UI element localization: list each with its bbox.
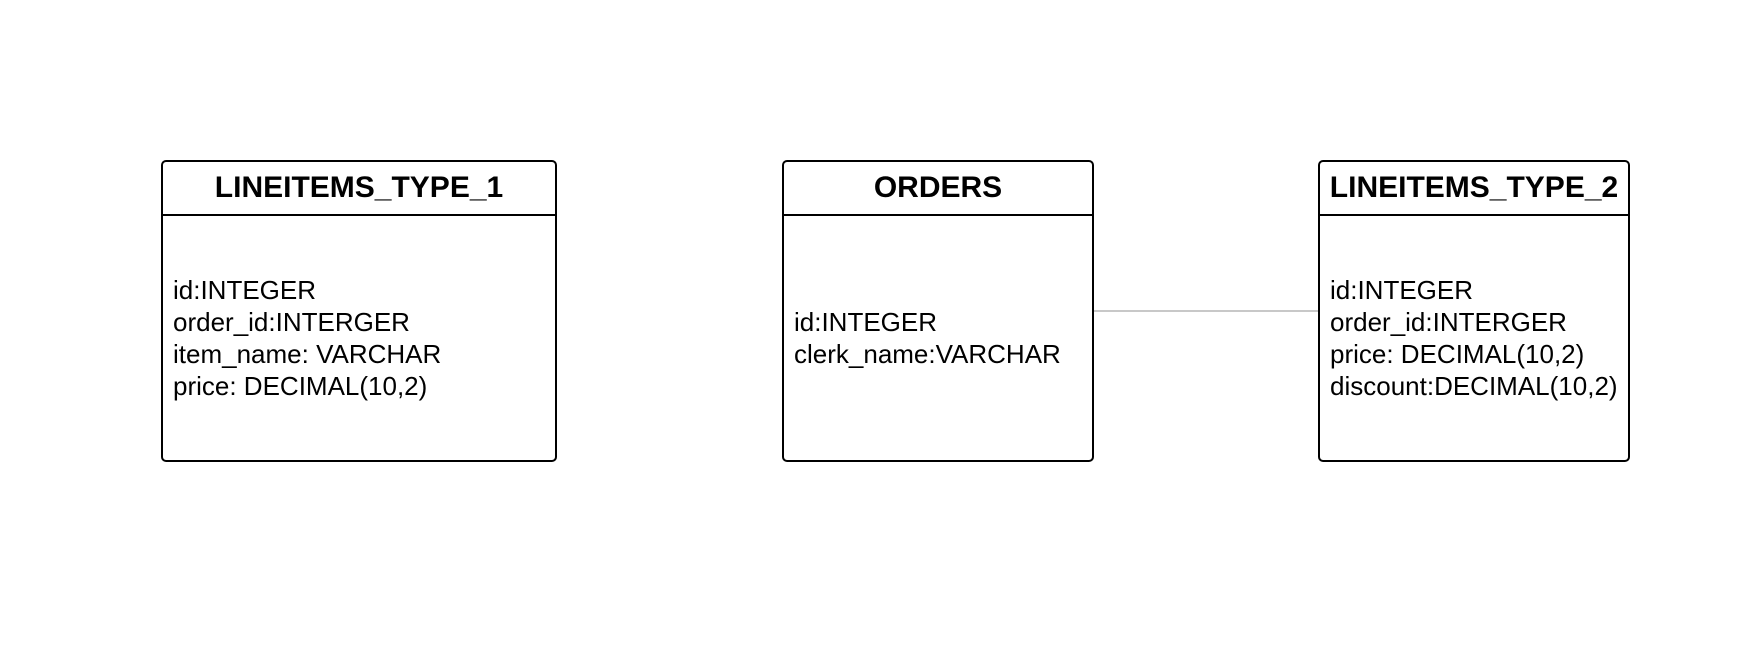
field-item: id:INTEGER	[1330, 275, 1474, 305]
entity-title: ORDERS	[784, 162, 1092, 216]
entity-fields: id:INTEGER order_id:INTERGER price: DECI…	[1330, 216, 1628, 460]
entity-lineitems-type-1[interactable]: LINEITEMS_TYPE_1 id:INTEGER order_id:INT…	[161, 160, 557, 462]
entity-title: LINEITEMS_TYPE_2	[1320, 162, 1628, 216]
field-item: order_id:INTERGER	[173, 307, 410, 337]
field-item: order_id:INTERGER	[1330, 307, 1567, 337]
field-item: item_name: VARCHAR	[173, 339, 442, 369]
field-item: id:INTEGER	[173, 275, 317, 305]
entity-fields: id:INTEGER clerk_name:VARCHAR	[794, 216, 1092, 460]
entity-fields: id:INTEGER order_id:INTERGER item_name: …	[173, 216, 555, 460]
entity-title: LINEITEMS_TYPE_1	[163, 162, 555, 216]
entity-lineitems-type-2[interactable]: LINEITEMS_TYPE_2 id:INTEGER order_id:INT…	[1318, 160, 1630, 462]
field-item: price: DECIMAL(10,2)	[1330, 339, 1585, 369]
field-item: price: DECIMAL(10,2)	[173, 371, 428, 401]
field-item: clerk_name:VARCHAR	[794, 339, 1061, 369]
field-item: id:INTEGER	[794, 307, 938, 337]
entity-orders[interactable]: ORDERS id:INTEGER clerk_name:VARCHAR	[782, 160, 1094, 462]
field-item: discount:DECIMAL(10,2)	[1330, 371, 1618, 401]
